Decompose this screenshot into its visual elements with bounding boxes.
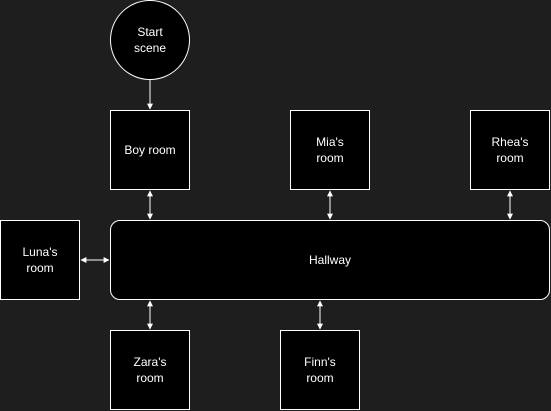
node-zara-room-label: Zara's room [133, 355, 167, 385]
node-boy-room-label: Boy room [124, 143, 176, 157]
node-mia-room-label: Mia's room [316, 135, 344, 165]
node-finn-room[interactable]: Finn's room [280, 330, 360, 410]
node-luna-room[interactable]: Luna's room [0, 220, 80, 300]
node-luna-room-label: Luna's room [22, 245, 58, 275]
node-zara-room[interactable]: Zara's room [110, 330, 190, 410]
node-rhea-room[interactable]: Rhea's room [470, 110, 550, 190]
node-rhea-room-label: Rhea's room [491, 135, 529, 165]
node-start-scene-label: Start scene [133, 25, 167, 55]
node-mia-room[interactable]: Mia's room [290, 110, 370, 190]
node-boy-room[interactable]: Boy room [110, 110, 190, 190]
node-start-scene[interactable]: Start scene [110, 0, 190, 80]
node-hallway[interactable]: Hallway [110, 220, 550, 300]
node-finn-room-label: Finn's room [304, 355, 336, 385]
node-hallway-label: Hallway [308, 253, 351, 267]
